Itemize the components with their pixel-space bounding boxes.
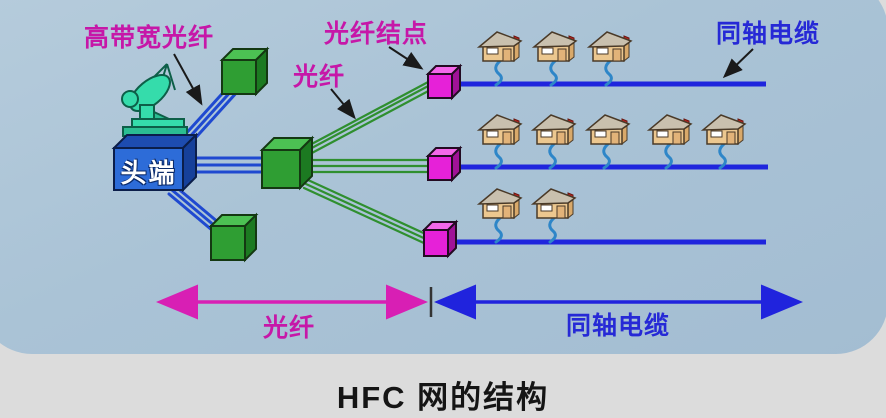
fiber-node-cube-row1 [425,63,463,101]
label-fiber-span: 光纤 [263,314,316,342]
fiber-node-cube-row3 [421,219,459,259]
house-icon [701,113,747,170]
fiber-node-cube-row2 [425,145,463,183]
house-icon [587,30,633,87]
label-coax-span: 同轴电缆 [566,312,671,340]
house-icon [477,30,523,87]
house-icon [585,113,631,170]
house-icon [477,187,523,244]
annotation-arrow-fiber [330,88,356,120]
houses-layer [477,30,747,244]
label-high-bandwidth-fiber: 高带宽光纤 [84,24,215,52]
satellite-dish-icon [121,63,188,137]
headend-label: 头端 [120,158,177,188]
house-icon [532,30,578,87]
fiber-link-green-middle [300,158,430,174]
label-coax-top: 同轴电缆 [716,20,821,48]
label-fiber-node: 光纤结点 [324,20,429,48]
annotation-arrow-high-bandwidth-fiber [173,53,203,106]
headend-box [111,132,199,193]
optical-splitter-cube-middle [259,135,315,191]
house-icon [647,113,693,170]
house-icon [531,187,577,244]
label-fiber-top: 光纤 [293,63,346,91]
fiber-link-green-bottom [302,178,432,246]
optical-splitter-cube-bottom [208,212,259,263]
fiber-link-green-top [304,79,436,156]
house-icon [531,113,577,170]
page-title: HFC 网的结构 [336,380,550,415]
house-icon [477,113,523,170]
optical-splitter-cube-top [219,46,270,97]
annotation-arrow-coax [722,48,754,79]
annotation-arrow-fiber-node [388,46,424,70]
